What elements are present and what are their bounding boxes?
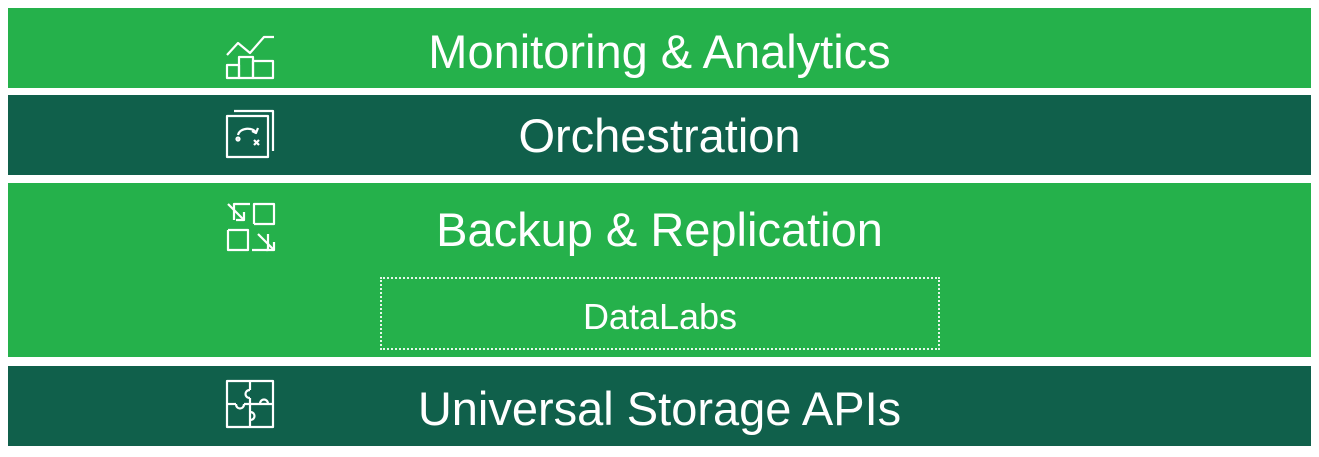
layer-backup-replication: Backup & Replication DataLabs [8, 183, 1311, 357]
orchestration-icon [224, 107, 278, 161]
layer-title: Orchestration [518, 109, 801, 162]
layer-universal-storage-apis: Universal Storage APIs [8, 366, 1311, 446]
layer-title: Universal Storage APIs [417, 382, 902, 435]
datalabs-box: DataLabs [380, 277, 940, 350]
layer-title: Monitoring & Analytics [428, 25, 891, 78]
chart-icon [224, 29, 278, 83]
layer-monitoring-analytics: Monitoring & Analytics [8, 8, 1311, 88]
datalabs-label: DataLabs [582, 296, 738, 337]
layer-title: Backup & Replication [436, 203, 883, 256]
layer-orchestration: Orchestration [8, 95, 1311, 175]
replication-arrows-icon [224, 200, 278, 254]
puzzle-icon [224, 378, 278, 432]
